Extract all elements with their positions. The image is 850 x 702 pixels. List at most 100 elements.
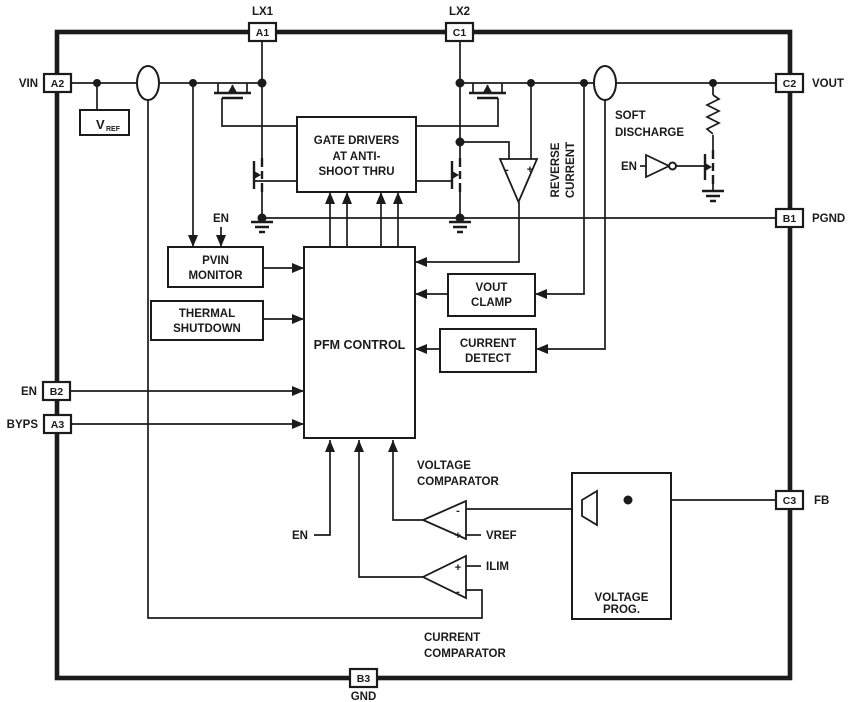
arrow-vcomp-out bbox=[388, 440, 423, 521]
pin-en: B2 EN bbox=[21, 380, 72, 402]
pvin-monitor-label-2: MONITOR bbox=[188, 270, 243, 282]
vref-block-label: V bbox=[96, 117, 105, 132]
pin-byps-ball: A3 bbox=[51, 419, 65, 431]
voltage-prog-label-1: VOLTAGE bbox=[595, 592, 649, 604]
pin-pgnd-ball: B1 bbox=[783, 213, 797, 225]
thermal-shutdown-block bbox=[150, 300, 264, 341]
pin-en-label: EN bbox=[21, 386, 37, 398]
pvin-monitor-label-1: PVIN bbox=[202, 255, 229, 267]
pin-lx1: A1 LX1 bbox=[247, 6, 278, 43]
ground-icon-soft-discharge bbox=[702, 189, 724, 203]
inverter-icon bbox=[645, 153, 677, 179]
current-comparator-label-1: CURRENT bbox=[424, 632, 480, 644]
vout-clamp-label-1: VOUT bbox=[476, 282, 508, 294]
voltage-comparator-icon bbox=[420, 499, 467, 541]
voltage-comparator-label-1: VOLTAGE bbox=[417, 460, 471, 472]
pin-gnd: B3 GND bbox=[348, 667, 379, 702]
pin-en-ball: B2 bbox=[50, 386, 64, 398]
vcomp-minus-sign: - bbox=[456, 505, 460, 517]
soft-discharge-label-2: DISCHARGE bbox=[615, 127, 684, 139]
en-comparator-label: EN bbox=[292, 530, 308, 542]
high-side-mosfet-1-icon bbox=[214, 83, 251, 100]
vref-input-label: VREF bbox=[486, 530, 517, 542]
voltage-prog-dac-icon bbox=[581, 489, 598, 527]
wire-revcomp-minus bbox=[460, 141, 510, 159]
voltage-comparator-label-2: COMPARATOR bbox=[417, 476, 499, 488]
arrow-current-detect-in bbox=[536, 100, 606, 354]
arrow-wires bbox=[71, 83, 619, 578]
en-pvin-label: EN bbox=[213, 213, 229, 225]
low-side-mosfet-2-icon bbox=[450, 158, 462, 192]
en-soft-discharge-label: EN bbox=[621, 161, 637, 173]
voltage-prog-label-2: PROG. bbox=[603, 604, 640, 616]
current-sense-icon-input bbox=[136, 65, 160, 101]
pfm-control-block bbox=[303, 246, 416, 439]
current-detect-label-2: DETECT bbox=[465, 353, 511, 365]
low-side-mosfet-1-icon bbox=[252, 158, 264, 192]
pin-lx2-ball-box bbox=[444, 21, 475, 43]
pin-pgnd-ball-box bbox=[774, 207, 805, 229]
wire-gate-hs1 bbox=[221, 98, 297, 127]
ground-icon-pgnd-2 bbox=[449, 220, 471, 234]
gate-drivers-label-2: AT ANTI- bbox=[333, 151, 381, 163]
wire-input-current-sense bbox=[147, 100, 483, 619]
pin-byps-ball-box bbox=[42, 413, 73, 435]
current-sense-icon-output bbox=[593, 65, 617, 101]
gate-drivers-label-3: SHOOT THRU bbox=[318, 166, 394, 178]
reverse-current-comparator-icon bbox=[498, 158, 539, 205]
vout-clamp-block bbox=[447, 273, 536, 317]
wire-gate-hs2 bbox=[416, 98, 499, 127]
pin-fb-ball: C3 bbox=[783, 495, 797, 507]
arrow-revcomp-out bbox=[415, 202, 520, 267]
pin-vin-label: VIN bbox=[19, 78, 38, 90]
gate-drivers-label-1: GATE DRIVERS bbox=[314, 135, 400, 147]
high-side-mosfet-2-icon bbox=[469, 83, 506, 100]
pin-fb-ball-box bbox=[774, 489, 805, 511]
pin-vout-ball-box bbox=[774, 72, 805, 94]
pin-byps: A3 BYPS bbox=[7, 413, 73, 435]
pin-vin-ball: A2 bbox=[51, 78, 65, 90]
gate-drivers-block bbox=[296, 116, 417, 193]
arrow-en-comparator bbox=[314, 440, 335, 536]
pin-lx2-ball: C1 bbox=[453, 27, 467, 39]
pin-fb-label: FB bbox=[814, 495, 829, 507]
pin-lx1-ball-box bbox=[247, 21, 278, 43]
junction-dots bbox=[93, 78, 717, 505]
pin-byps-label: BYPS bbox=[7, 419, 39, 431]
chip-boundary bbox=[54, 29, 793, 681]
vout-clamp-label-2: CLAMP bbox=[471, 297, 512, 309]
current-comparator-icon bbox=[420, 554, 467, 600]
soft-discharge-mosfet-icon bbox=[703, 150, 715, 184]
pin-en-ball-box bbox=[41, 380, 72, 402]
thermal-shutdown-label-1: THERMAL bbox=[179, 308, 235, 320]
pin-pgnd-label: PGND bbox=[812, 213, 845, 225]
vref-block-sublabel: REF bbox=[106, 126, 121, 133]
thermal-shutdown-label-2: SHUTDOWN bbox=[173, 323, 241, 335]
arrow-icomp-out bbox=[354, 440, 423, 578]
vref-block bbox=[79, 109, 130, 136]
pfm-control-label: PFM CONTROL bbox=[314, 338, 406, 352]
icomp-minus-sign: - bbox=[456, 586, 460, 598]
pin-gnd-label: GND bbox=[351, 691, 377, 702]
current-detect-block bbox=[439, 328, 537, 373]
ilim-input-label: ILIM bbox=[486, 561, 509, 573]
soft-discharge-resistor-icon bbox=[705, 94, 721, 135]
pin-lx1-ball: A1 bbox=[256, 27, 270, 39]
current-detect-label-1: CURRENT bbox=[460, 338, 516, 350]
vcomp-plus-sign: + bbox=[455, 530, 461, 542]
revcomp-plus-sign: + bbox=[527, 164, 533, 176]
current-comparator-label-2: COMPARATOR bbox=[424, 648, 506, 660]
pin-lx1-label: LX1 bbox=[252, 6, 274, 18]
soft-discharge-label-1: SOFT bbox=[615, 110, 646, 122]
pin-vout-label: VOUT bbox=[812, 78, 844, 90]
pin-fb: C3 FB bbox=[774, 489, 829, 511]
revcomp-minus-sign: - bbox=[505, 164, 509, 176]
pin-gnd-ball: B3 bbox=[357, 673, 371, 685]
pin-vin: A2 VIN bbox=[19, 72, 73, 94]
pvin-monitor-block bbox=[167, 246, 264, 288]
pin-vin-ball-box bbox=[42, 72, 73, 94]
pin-lx2: C1 LX2 bbox=[444, 6, 475, 43]
pin-vout: C2 VOUT bbox=[774, 72, 844, 94]
